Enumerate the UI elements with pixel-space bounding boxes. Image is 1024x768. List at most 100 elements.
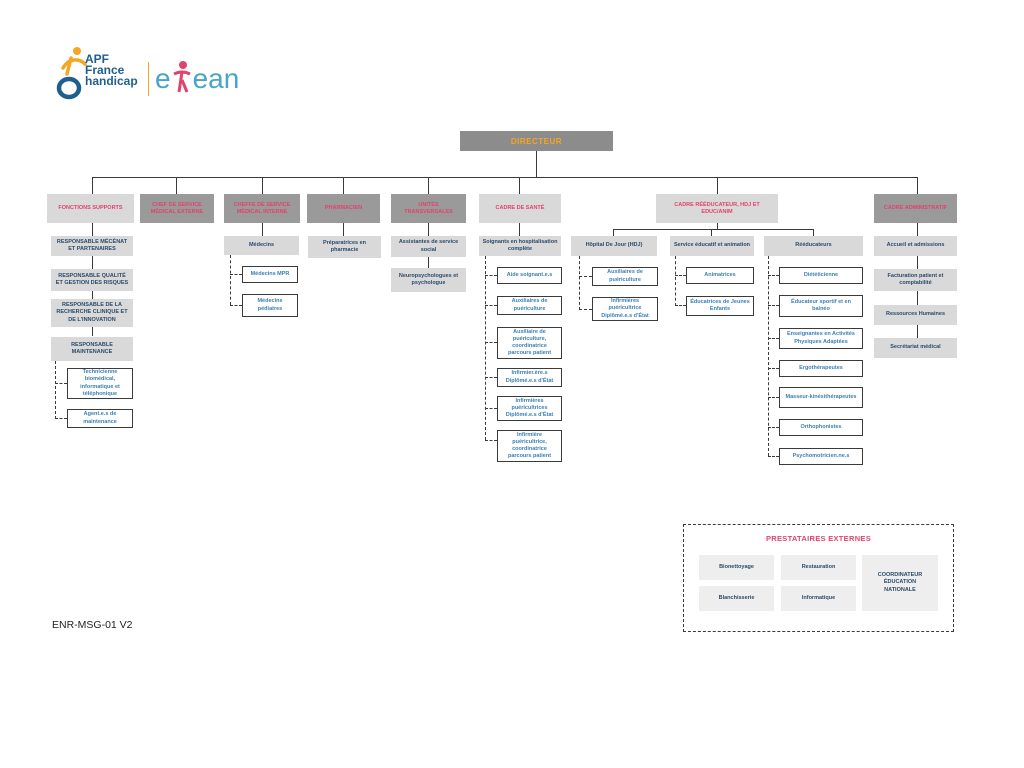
reeduc-drop-hdj (613, 229, 614, 236)
drop-chef-ext (176, 177, 177, 194)
header-chef-service-externe: CHEF DE SERVICE MÉDICAL EXTERNE (140, 194, 214, 223)
unites-mid (428, 257, 429, 268)
soignants-hospitalisation: Soignants en hospitalisation complète (479, 236, 561, 256)
apf-line-3: handicap (85, 74, 138, 88)
reeducateurs-spine (768, 256, 769, 456)
medecins-spine (230, 255, 231, 305)
reeducateurs: Rééducateurs (764, 236, 863, 256)
prestataires-title: PRESTATAIRES EXTERNES (765, 534, 872, 543)
orthophonistes: Orthophonistes (779, 419, 863, 436)
preparatrices-pharmacie: Préparatrices en pharmacie (308, 236, 381, 258)
drop-unites (428, 177, 429, 194)
reeduc-stem (717, 223, 718, 229)
partner-prefix: e (155, 63, 171, 94)
soignants-conn-6 (485, 440, 497, 441)
header-cadre-reeducateur: CADRE RÉÉDUCATEUR, HDJ ET EDUC/ANIM (656, 194, 778, 223)
header-cadre-sante: CADRE DE SANTÉ (479, 194, 561, 223)
assistantes-service-social: Assistantes de service social (391, 236, 466, 257)
psychomotriciens: Psychomotricien.ne.s (779, 448, 863, 465)
soignants-conn-4 (485, 377, 497, 378)
header-unites-transversales: UNITÉS TRANSVERSALES (391, 194, 466, 223)
drop-pharmacien (343, 177, 344, 194)
medecins-conn-2 (230, 305, 242, 306)
infirmiere-coordinatrice: Infirmière puéricultrice, coordinatrice … (497, 430, 562, 462)
drop-cadre-reeduc (717, 177, 718, 194)
cheffe-spine (262, 223, 263, 236)
soignants-conn-1 (485, 275, 497, 276)
unites-spine (428, 223, 429, 236)
hdj-infirmieres: Infirmières puéricultrice Diplômé.e.s d'… (592, 297, 658, 321)
pharmacien-spine (343, 223, 344, 236)
maintenance-spine (55, 361, 56, 419)
animatrices: Animatrices (686, 267, 754, 284)
apf-name: APF France handicap (85, 52, 138, 88)
resp-qualite: RESPONSABLE QUALITÉ ET GESTION DES RISQU… (51, 269, 133, 291)
apf-logo-icon (56, 47, 87, 100)
drop-cadre-admin (917, 177, 918, 194)
reeduc-drop-educ (711, 229, 712, 236)
drop-cheffe-int (262, 177, 263, 194)
educateur-sportif: Éducateur sportif et en balnéo (779, 295, 863, 317)
service-educatif: Service éducatif et animation (670, 236, 754, 256)
presta-blanchisserie: Blanchisserie (699, 586, 774, 611)
prestataires-panel (683, 524, 954, 632)
top-connector (92, 177, 918, 178)
document-reference: ENR-MSG-01 V2 (52, 619, 133, 631)
enseignantes-apa: Enseignantes en Activités Physiques Adap… (779, 328, 863, 349)
presta-bionettoyage: Bionettoyage (699, 555, 774, 580)
director-box: DIRECTEUR (460, 131, 613, 151)
educ-spine (675, 256, 676, 306)
soignants-conn-5 (485, 408, 497, 409)
hdj-conn-1 (579, 276, 592, 277)
presta-informatique: Informatique (781, 586, 856, 611)
medecins-pediatres: Médecins pédiatres (242, 294, 298, 317)
dieteticienne: Diététicienne (779, 267, 863, 284)
header-fonctions-supports: FONCTIONS SUPPORTS (47, 194, 134, 223)
technicienne-biomedical: Technicienne biomédical, informatique et… (67, 368, 133, 399)
soignants-conn-2 (485, 305, 497, 306)
maintenance-conn-1 (55, 383, 67, 384)
reeduc-connector (613, 229, 813, 230)
medecins-mpr: Médecins MPR (242, 266, 298, 283)
masseur-kinesitherapeutes: Masseur-kinésithérapeutes (779, 387, 863, 408)
resp-mecenat: RESPONSABLE MÉCÉNAT ET PARTENAIRES (51, 236, 133, 256)
medecins: Médecins (224, 236, 299, 255)
presta-restauration: Restauration (781, 555, 856, 580)
reeducateurs-conn-1 (768, 275, 779, 276)
aide-soignants: Aide soignant.e.s (497, 267, 562, 284)
reeducateurs-conn-7 (768, 456, 779, 457)
partner-figure-icon (172, 61, 191, 93)
maintenance-conn-2 (55, 418, 67, 419)
infirmieres-puericultrices: Infirmières puéricultrices Diplômé.e.s d… (497, 396, 562, 421)
coordinateur-education-nationale: COORDINATEUR ÉDUCATION NATIONALE (862, 555, 938, 611)
hdj-conn-2 (579, 309, 592, 310)
agents-maintenance: Agent.e.s de maintenance (67, 409, 133, 428)
educatrices-jeunes-enfants: Éducatrices de Jeunes Enfants (686, 296, 754, 316)
sante-spine (519, 223, 520, 236)
educ-conn-2 (675, 305, 686, 306)
logo-divider (148, 62, 149, 96)
header-cheffe-service-interne: CHEFFE DE SERVICE MÉDICAL INTERNE (224, 194, 300, 223)
infirmiers-de: Infirmier.ère.s Diplômé.e.s d'État (497, 368, 562, 387)
apf-line-1: APF (85, 52, 109, 66)
hopital-de-jour: Hôpital De Jour (HDJ) (571, 236, 657, 256)
reeducateurs-conn-6 (768, 427, 779, 428)
reeducateurs-conn-3 (768, 338, 779, 339)
neuropsychologues: Neuropsychologues et psychologue (391, 268, 466, 292)
ressources-humaines: Ressources Humaines (874, 305, 957, 325)
header-pharmacien: PHARMACIEN (307, 194, 380, 223)
reeduc-drop-reeducateurs (813, 229, 814, 236)
secretariat-medical: Secrétariat médical (874, 338, 957, 358)
ergotherapeutes: Ergothérapeutes (779, 360, 863, 377)
facturation-comptabilite: Facturation patient et comptabilité (874, 269, 957, 291)
reeducateurs-conn-4 (768, 368, 779, 369)
director-stem (536, 151, 537, 177)
reeducateurs-conn-5 (768, 397, 779, 398)
soignants-spine (485, 256, 486, 440)
header-cadre-administratif: CADRE ADMINISTRATIF (874, 194, 957, 223)
hdj-auxiliaires: Auxiliaires de puériculture (592, 267, 658, 286)
auxiliaire-coordinatrice: Auxiliaire de puériculture, coordinatric… (497, 327, 562, 359)
educ-conn-1 (675, 275, 686, 276)
